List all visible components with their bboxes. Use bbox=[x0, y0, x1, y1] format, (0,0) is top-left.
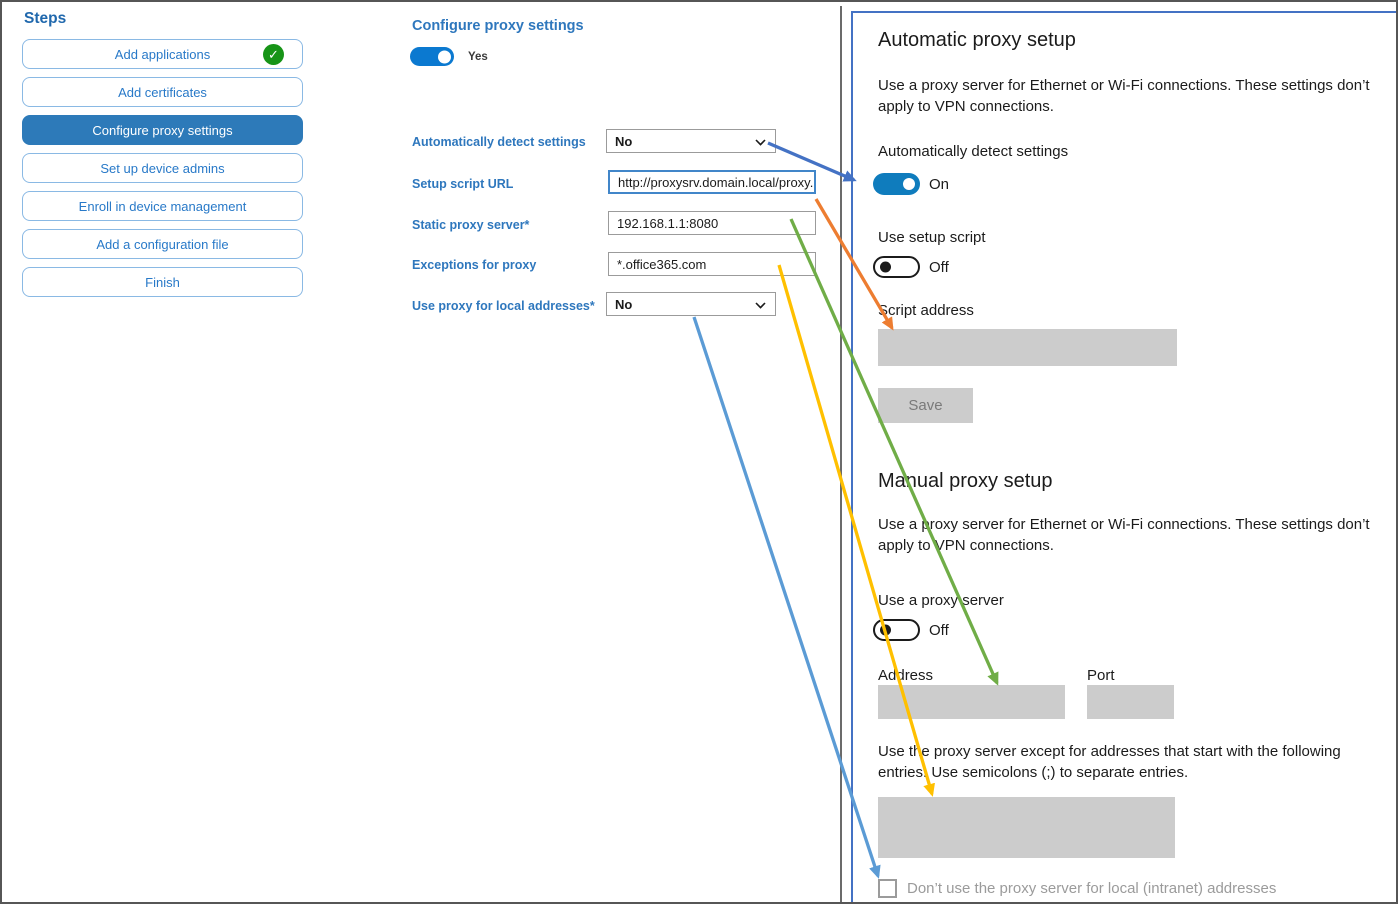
input-value: *.office365.com bbox=[617, 257, 707, 272]
field-label-setup-script-url: Setup script URL bbox=[412, 177, 514, 191]
step-label: Configure proxy settings bbox=[92, 122, 233, 138]
proxy-exceptions-description: Use the proxy server except for addresse… bbox=[878, 743, 1341, 781]
use-proxy-for-local-addresses-select[interactable]: No bbox=[606, 292, 776, 316]
field-label-use-proxy-for-local-addresses: Use proxy for local addresses* bbox=[412, 299, 595, 313]
field-label-static-proxy-server: Static proxy server* bbox=[412, 218, 530, 232]
step-label: Add certificates bbox=[118, 84, 207, 100]
script-address-label: Script address bbox=[878, 302, 974, 319]
automatic-proxy-description: Use a proxy server for Ethernet or Wi-Fi… bbox=[878, 77, 1370, 115]
address-label: Address bbox=[878, 667, 934, 684]
field-label-automatically-detect-settings: Automatically detect settings bbox=[412, 135, 586, 149]
use-proxy-server-toggle[interactable] bbox=[873, 619, 920, 641]
steps-panel: Steps Add applications ✓ Add certificate… bbox=[22, 8, 307, 305]
page-title: Configure proxy settings bbox=[412, 18, 584, 34]
step-enroll-in-device-management[interactable]: Enroll in device management bbox=[22, 191, 303, 221]
step-add-a-configuration-file[interactable]: Add a configuration file bbox=[22, 229, 303, 259]
step-configure-proxy-settings[interactable]: Configure proxy settings bbox=[22, 115, 303, 145]
automatic-proxy-setup-heading: Automatic proxy setup bbox=[878, 29, 1076, 51]
proxy-exceptions-textarea[interactable] bbox=[878, 797, 1175, 858]
configure-proxy-toggle[interactable] bbox=[410, 47, 454, 66]
static-proxy-server-input[interactable]: 192.168.1.1:8080 bbox=[608, 211, 816, 235]
windows-proxy-settings-panel: Automatic proxy setup Use a proxy server… bbox=[851, 11, 1396, 902]
step-label: Set up device admins bbox=[100, 160, 225, 176]
port-label: Port bbox=[1087, 667, 1115, 684]
port-input[interactable] bbox=[1087, 685, 1174, 719]
checkmark-icon: ✓ bbox=[263, 43, 284, 65]
step-label: Add applications bbox=[114, 46, 211, 62]
use-proxy-server-label: Use a proxy server bbox=[878, 592, 1004, 609]
step-set-up-device-admins[interactable]: Set up device admins bbox=[22, 153, 303, 183]
chevron-down-icon bbox=[755, 139, 766, 146]
save-button[interactable]: Save bbox=[878, 388, 973, 423]
field-label-exceptions-for-proxy: Exceptions for proxy bbox=[412, 258, 537, 272]
address-input[interactable] bbox=[878, 685, 1065, 719]
panel-divider bbox=[840, 6, 842, 902]
manual-proxy-description: Use a proxy server for Ethernet or Wi-Fi… bbox=[878, 516, 1370, 554]
script-address-input[interactable] bbox=[878, 329, 1177, 366]
setup-script-toggle-state: Off bbox=[929, 259, 949, 276]
use-setup-script-label: Use setup script bbox=[878, 229, 986, 246]
step-label: Add a configuration file bbox=[96, 236, 229, 252]
input-value: http://proxysrv.domain.local/proxy.pa bbox=[618, 175, 816, 190]
step-label: Finish bbox=[145, 274, 180, 290]
setup-script-url-input[interactable]: http://proxysrv.domain.local/proxy.pa bbox=[608, 170, 816, 194]
select-value: No bbox=[615, 134, 633, 149]
exceptions-for-proxy-input[interactable]: *.office365.com bbox=[608, 252, 816, 276]
steps-title: Steps bbox=[24, 10, 67, 27]
manual-proxy-setup-heading: Manual proxy setup bbox=[878, 470, 1053, 492]
local-addresses-checkbox[interactable] bbox=[878, 879, 897, 898]
setup-script-toggle[interactable] bbox=[873, 256, 920, 278]
configure-proxy-toggle-state: Yes bbox=[468, 51, 488, 63]
use-proxy-server-toggle-state: Off bbox=[929, 622, 949, 639]
step-add-certificates[interactable]: Add certificates bbox=[22, 77, 303, 107]
select-value: No bbox=[615, 297, 633, 312]
detect-settings-toggle-state: On bbox=[929, 176, 950, 193]
step-label: Enroll in device management bbox=[78, 198, 247, 214]
step-add-applications[interactable]: Add applications ✓ bbox=[22, 39, 303, 69]
local-addresses-checkbox-label: Don’t use the proxy server for local (in… bbox=[907, 880, 1277, 897]
input-value: 192.168.1.1:8080 bbox=[617, 216, 719, 231]
chevron-down-icon bbox=[755, 302, 766, 309]
detect-settings-toggle[interactable] bbox=[873, 173, 920, 195]
detect-settings-label: Automatically detect settings bbox=[878, 143, 1069, 160]
automatically-detect-settings-select[interactable]: No bbox=[606, 129, 776, 153]
step-finish[interactable]: Finish bbox=[22, 267, 303, 297]
